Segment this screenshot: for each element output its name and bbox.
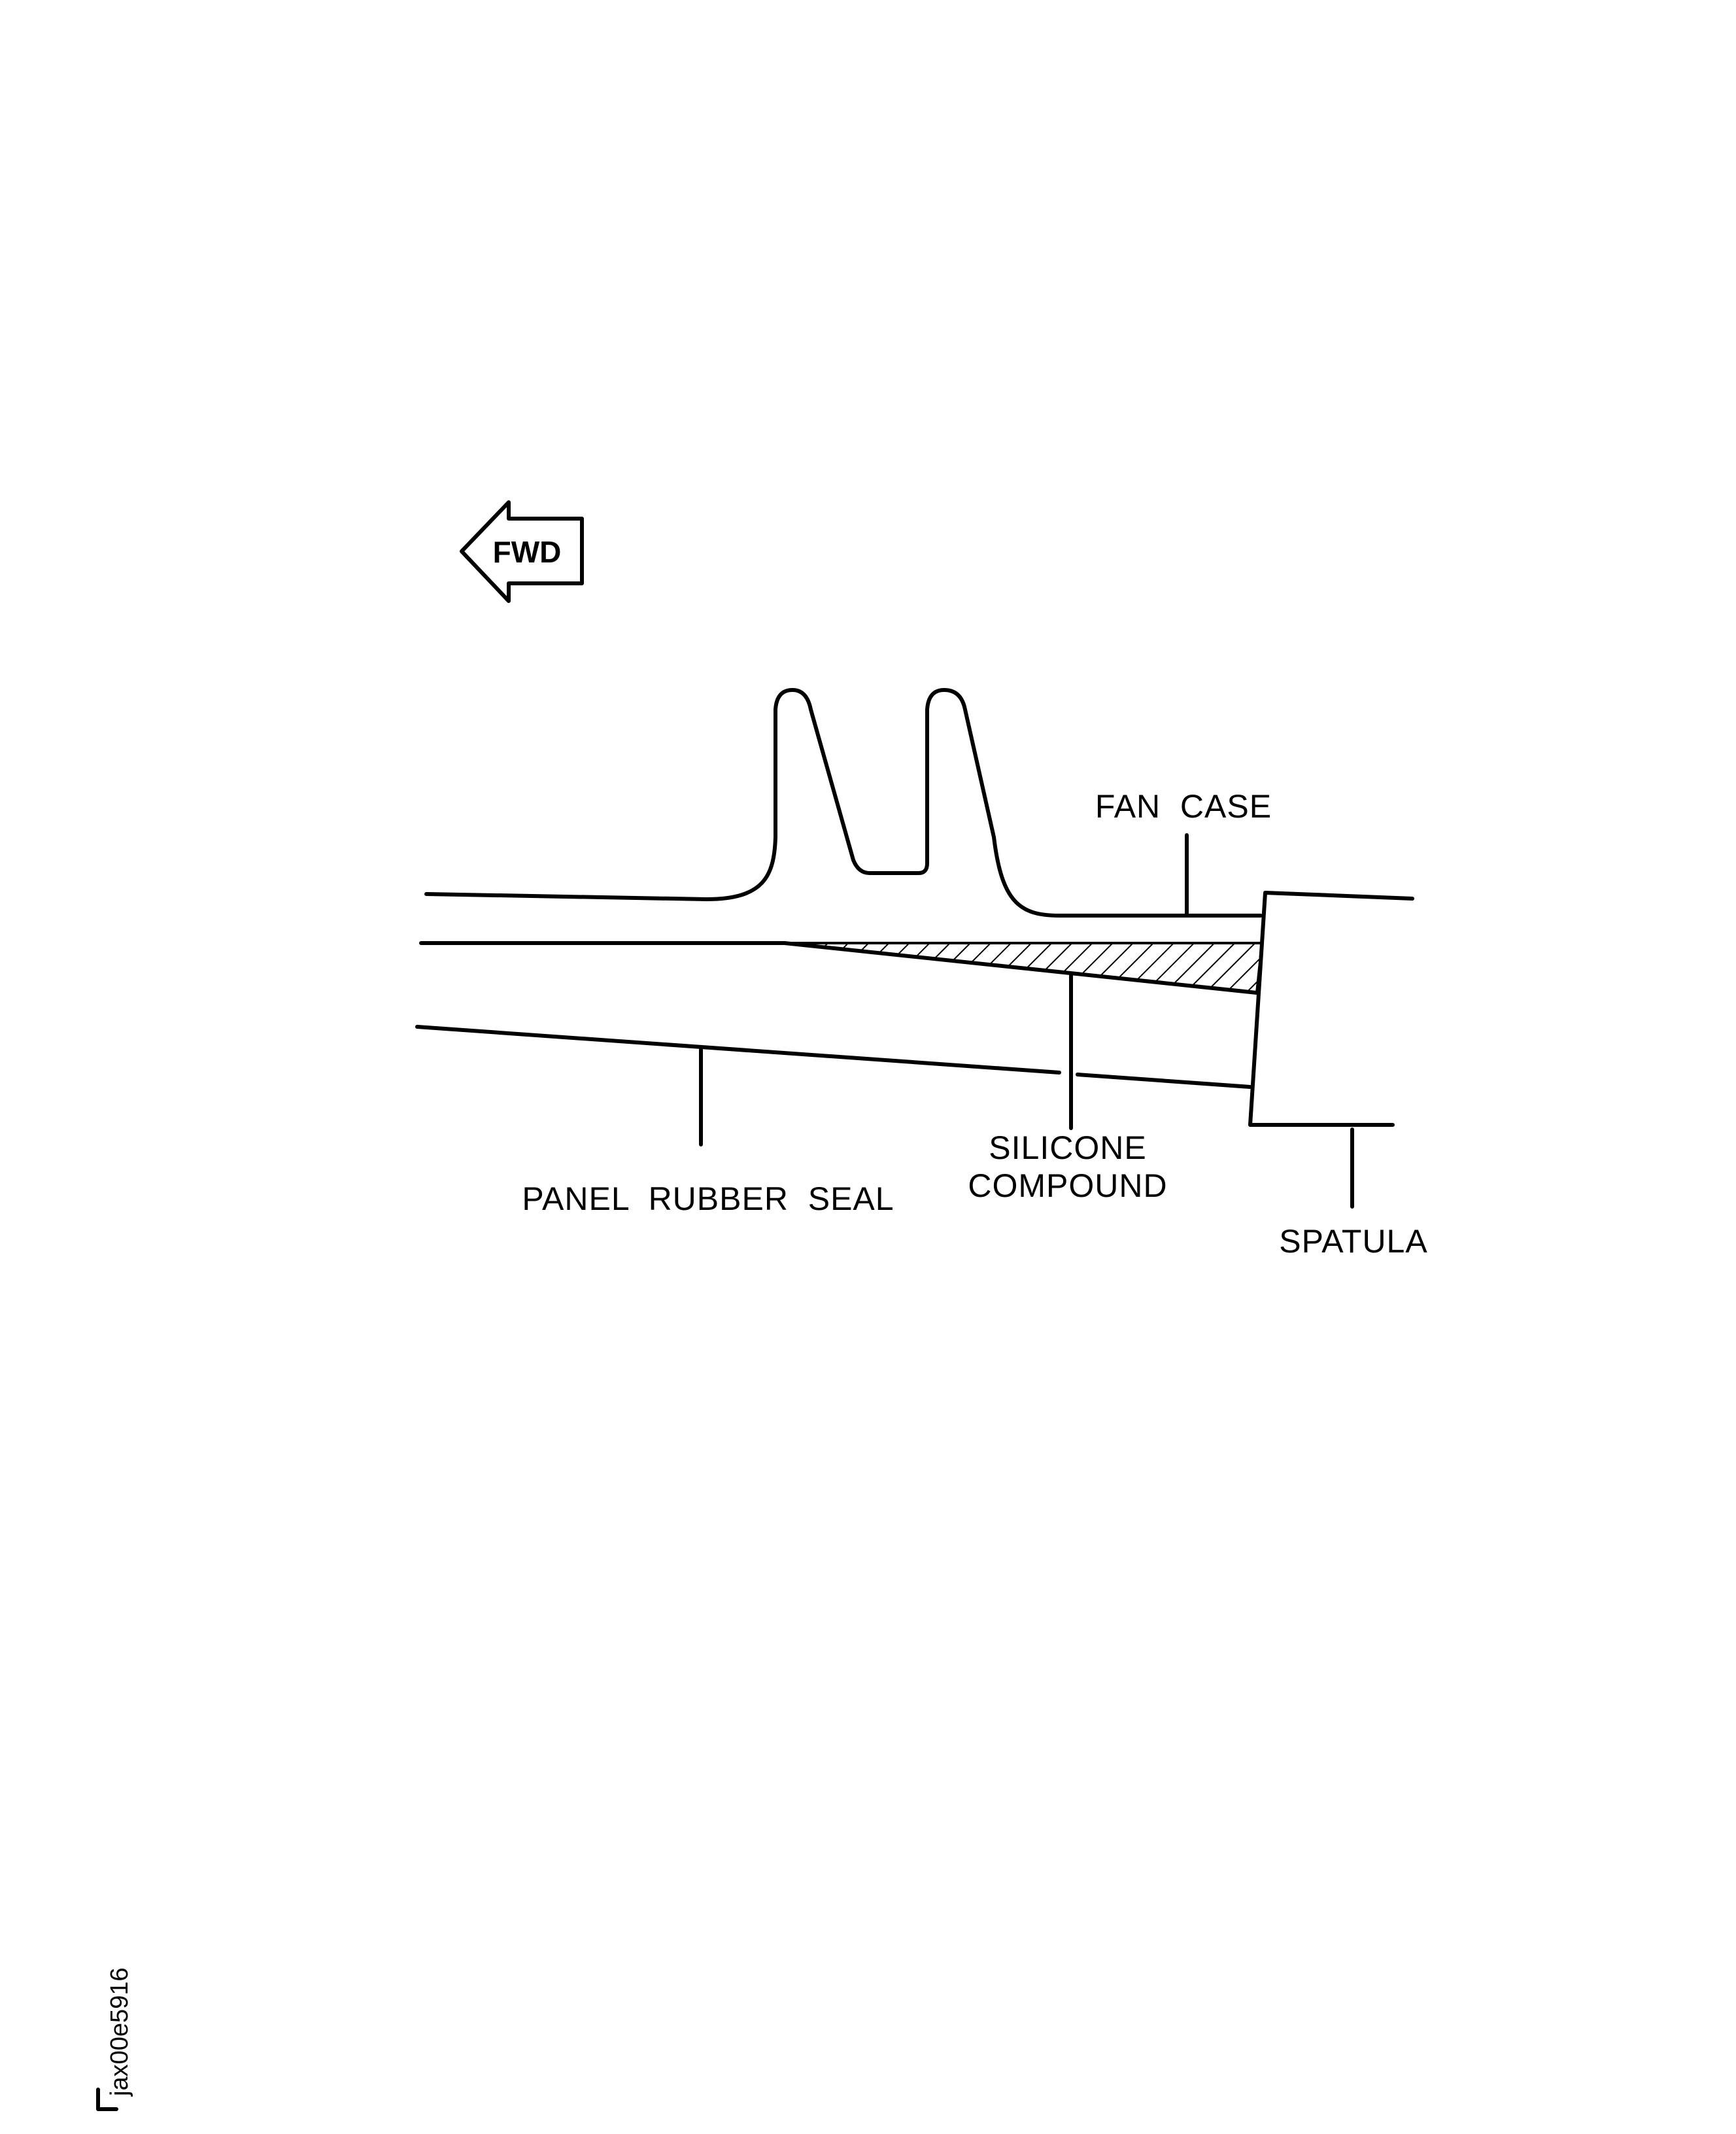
spatula-outline	[1248, 891, 1414, 1127]
figure-id-block: jax00e5916	[96, 1967, 133, 2111]
silicone-compound-label-line2: COMPOUND	[968, 1167, 1167, 1204]
spatula-label: SPATULA	[1279, 1223, 1427, 1260]
panel-rubber-seal-label: PANEL RUBBER SEAL	[522, 1180, 894, 1217]
fwd-label: FWD	[493, 535, 562, 569]
silicone-compound-label-line1: SILICONE	[989, 1129, 1146, 1166]
figure-id-bracket	[96, 2088, 118, 2111]
silicone-compound-wedge	[787, 942, 1264, 995]
fan-case-outline	[424, 688, 1263, 918]
fwd-arrow-icon: FWD	[460, 500, 584, 603]
figure-id: jax00e5916	[106, 1967, 133, 2097]
seal-lower-surface	[415, 1025, 1252, 1089]
fan-case-label: FAN CASE	[1095, 788, 1272, 825]
